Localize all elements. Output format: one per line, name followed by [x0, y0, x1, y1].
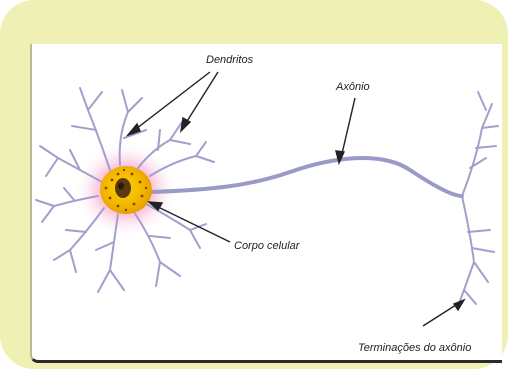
nucleolus	[118, 183, 124, 190]
label-arrows	[128, 72, 464, 326]
label-axon-terminals: Terminações do axônio	[358, 342, 471, 354]
label-cell-body: Corpo celular	[234, 240, 301, 252]
label-axon: Axônio	[335, 81, 370, 93]
axon	[150, 158, 462, 196]
label-dendrites: Dendritos	[206, 54, 254, 66]
axon-terminals	[458, 92, 498, 306]
